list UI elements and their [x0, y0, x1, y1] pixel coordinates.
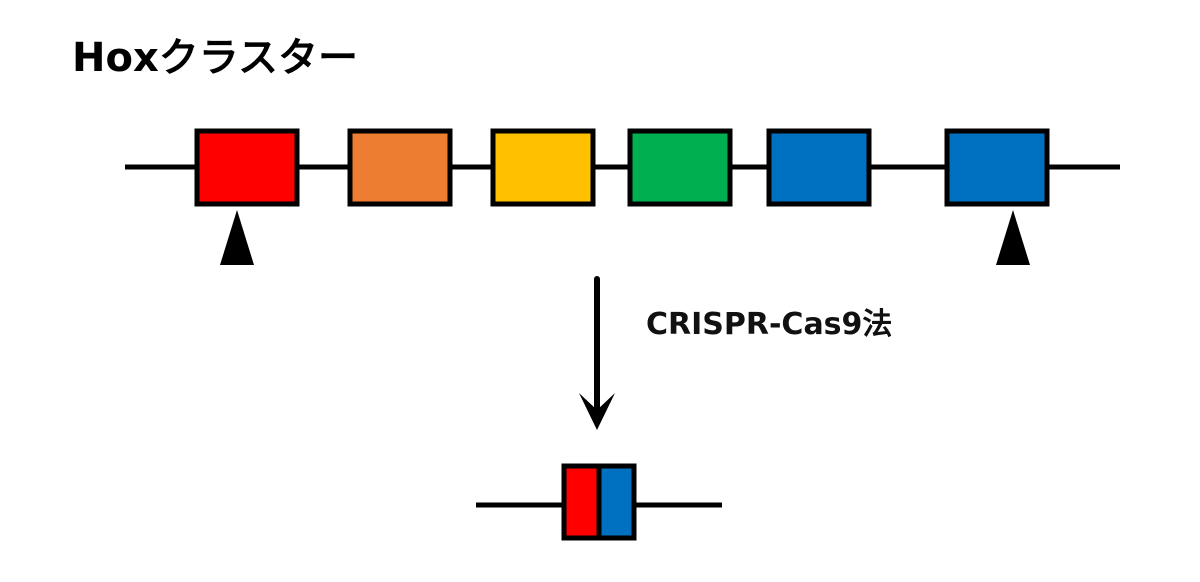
- cut-site-triangle-icon: [996, 210, 1030, 265]
- fused-part-first: [561, 463, 602, 541]
- gene-box-5: [766, 128, 872, 207]
- fused-gene: [561, 463, 637, 541]
- cut-site-triangle-icon: [220, 210, 254, 265]
- diagram-title: Hoxクラスター: [72, 35, 358, 81]
- fused-part-last: [596, 463, 637, 541]
- gene-box-3: [490, 128, 596, 207]
- cut-markers: [220, 210, 1030, 265]
- gene-boxes: [194, 128, 1050, 207]
- gene-box-1: [194, 128, 300, 207]
- gene-box-2: [347, 128, 453, 207]
- arrow-head-icon: [579, 393, 615, 430]
- gene-box-6: [944, 128, 1050, 207]
- gene-box-4: [627, 128, 733, 207]
- method-label: CRISPR-Cas9法: [646, 307, 893, 342]
